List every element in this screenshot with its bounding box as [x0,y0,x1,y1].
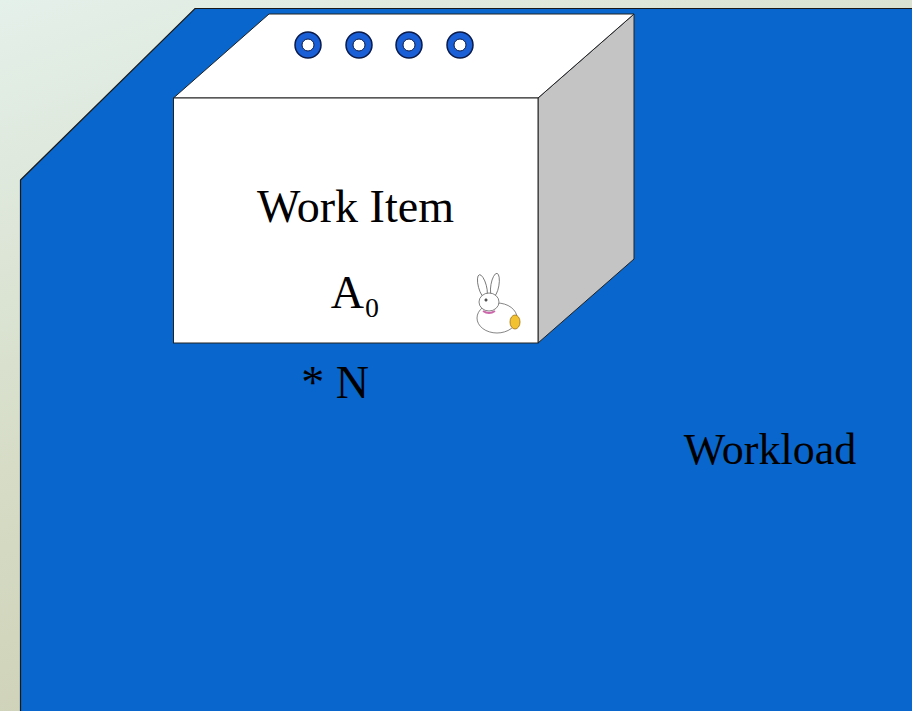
box-3d [174,14,635,343]
node-text: A₀ [173,270,538,316]
ring-symbol [396,32,422,58]
node-text: Work Item [173,184,538,230]
work-item-box: Work ItemA₀ [173,12,639,345]
workload-outline [21,9,912,711]
ring-symbol [295,32,321,58]
ring-symbol [447,32,473,58]
node-text: Workload [620,428,912,472]
node-outline [173,12,639,345]
multiplier-label: * N [270,360,400,406]
bunny-illustration [475,273,520,333]
workload-area: Workload Work ItemA₀ [20,8,912,711]
ring-symbol [346,32,372,58]
